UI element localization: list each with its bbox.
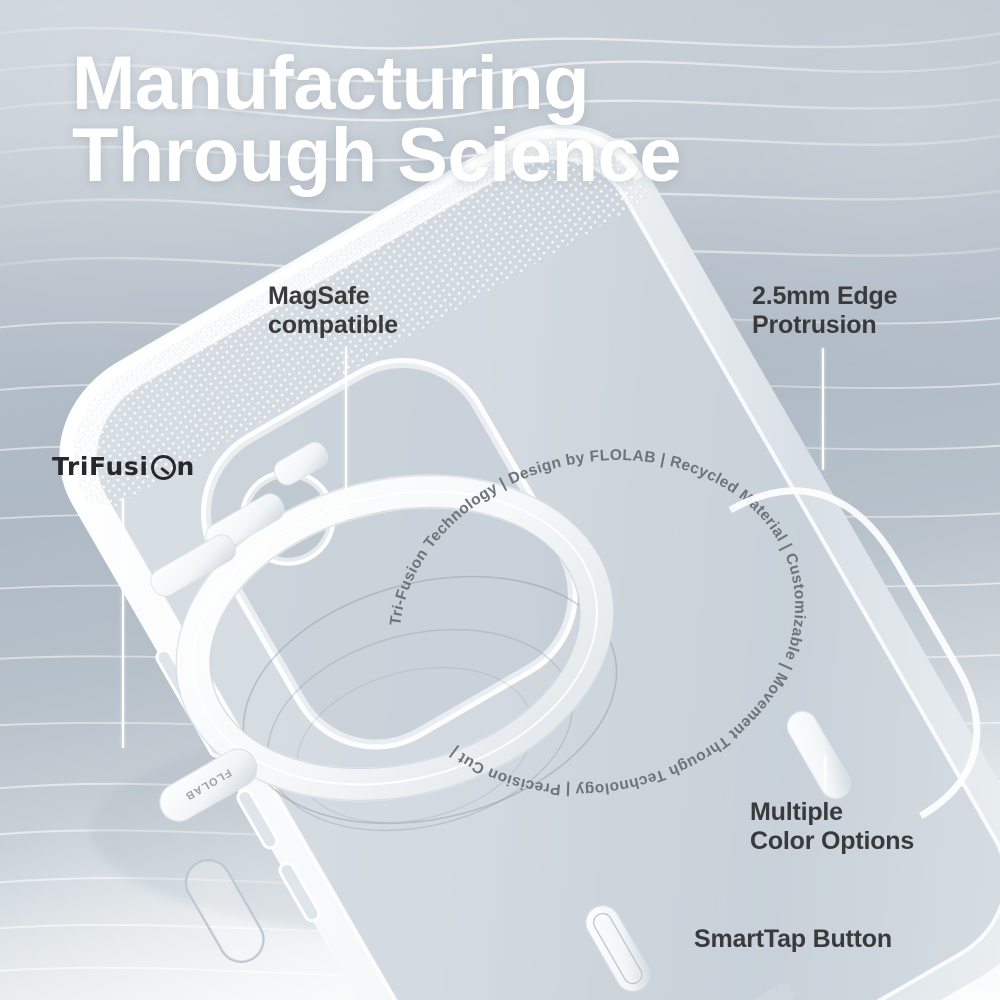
- trifusion-logo: TriFusi n: [52, 452, 195, 481]
- leader-line-magsafe: [345, 348, 347, 516]
- callout-multiple-colors: Multiple Color Options: [750, 798, 915, 855]
- page-title: Manufacturing Through Science: [72, 41, 682, 199]
- trifusion-logo-text: TriFusi: [52, 452, 149, 481]
- callout-smarttap-button: SmartTap Button: [694, 925, 892, 953]
- leader-line-trifusion: [122, 498, 124, 748]
- callout-magsafe-compatible: MagSafe compatible: [268, 282, 398, 339]
- leader-line-edge: [822, 348, 824, 470]
- exploded-button-group-right: [585, 710, 851, 993]
- leader-line-colors: [824, 756, 826, 792]
- case-slot-detail: [185, 859, 265, 963]
- edge-protrusion-outline: [728, 487, 981, 819]
- exploded-button-group-left: [150, 441, 329, 597]
- trifusion-aperture-icon: [150, 455, 176, 480]
- trifusion-logo-suffix: n: [176, 452, 195, 481]
- callout-edge-protrusion: 2.5mm Edge Protrusion: [752, 282, 898, 339]
